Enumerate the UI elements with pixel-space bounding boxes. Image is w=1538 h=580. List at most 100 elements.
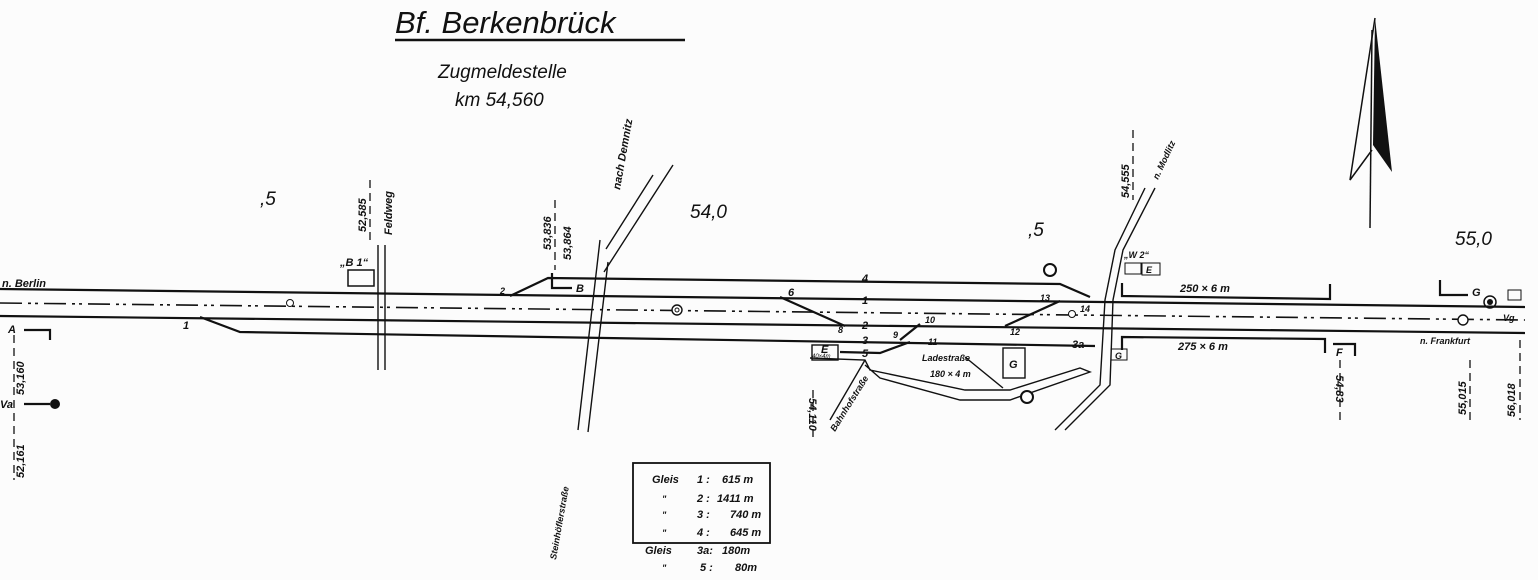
platform-south [1120,335,1327,353]
main-track-2 [0,314,1526,335]
axis-marker-icon [671,304,683,316]
direction-frankfurt: n. Frankfurt [1420,336,1471,346]
track-number: 5 [862,348,869,360]
km-mark-52-5: ,5 [260,189,276,210]
direction-berlin: n. Berlin [2,278,46,290]
road-steinhoefler-label: Steinhöflerstraße [548,486,571,561]
loading-road [809,356,1092,401]
signal-vg-label: Vg [1503,313,1515,323]
chainage-label: 56,018 [1506,382,1518,417]
svg-text:2 :: 2 : [696,493,710,505]
track-3 [199,315,1096,348]
loading-road-label: Ladestraße [922,353,970,363]
lamp-icon [1020,390,1034,404]
switch-number: 8 [838,325,843,335]
signal-g3-label: G [1472,287,1481,299]
platform-north [1120,283,1332,301]
track-number: 4 [861,273,868,285]
signal-g-label: G [1115,351,1122,361]
station-km: km 54,560 [455,90,544,111]
distant-signal-icon [50,399,60,409]
svg-text:3a:: 3a: [697,545,713,557]
axis-marker-icon [1457,314,1469,326]
direction-demnitz: nach Demnitz [611,118,635,191]
km-mark-54-0: 54,0 [690,202,727,223]
signal-w2-label: „W 2“ [1123,250,1150,260]
track-number: 3 [862,335,868,347]
signal-box-icon [347,269,375,287]
road-demnitz [603,164,674,273]
track-number: 2 [861,320,868,332]
crossover-12-13 [1004,299,1061,328]
switch-number: 11 [928,337,937,347]
svg-text:3 :: 3 : [697,509,710,521]
ramp-label: 40×4m [812,354,831,360]
km-mark-55-0: 55,0 [1455,229,1492,250]
svg-text:": " [662,510,667,520]
switch-number: 6 [788,287,795,299]
chainage-marks: 53,160 52,161 52,585 53,836 53,864 54,11… [13,130,1521,480]
signal-b-label: B [576,283,584,295]
svg-text:": " [662,563,667,573]
road-feldweg-label: Feldweg [383,191,395,235]
svg-text:": " [662,494,667,504]
road-feldweg [377,245,386,370]
platform-south-size: 275 × 6 m [1177,341,1228,353]
chainage-label: 54,83 [1333,375,1345,403]
north-arrow-icon [1349,17,1392,229]
track-number: 1 [862,295,868,307]
chainage-label: 52,161 [15,444,27,478]
goods-shed-label: G [1009,359,1018,371]
goods-shed [1002,347,1026,379]
track-number: 3a [1072,339,1084,351]
chainage-label: 55,015 [1457,380,1469,415]
switch-number: 2 [499,286,505,296]
signals: A Va „B 1“ B E „W 2“ E G F G Vg [0,250,1522,411]
center-axis [0,302,1526,321]
svg-text:Gleis: Gleis [652,474,679,486]
svg-text:1411 m: 1411 m [717,493,754,505]
direction-modlitz: n. Modlitz [1151,139,1178,181]
platform-north-size: 250 × 6 m [1179,283,1230,295]
km-mark-54-5: ,5 [1028,220,1044,241]
loading-ramp [811,344,839,361]
axis-marker-icon [286,299,294,307]
station-type: Zugmeldestelle [437,62,567,83]
chainage-label: 53,864 [562,226,574,260]
signal-e2-label: E [1146,265,1153,275]
svg-text:4 :: 4 : [696,527,710,539]
road-steinhoefler [577,239,609,433]
switch-number: 14 [1080,304,1090,314]
chainage-label: 52,585 [357,197,369,232]
chainage-label: 54,110 [806,398,818,432]
signal-box-icon [1124,262,1142,275]
svg-text:645 m: 645 m [730,527,761,539]
track-4 [509,276,1091,299]
track-5 [839,340,911,355]
switch-numbers: 1 2 6 8 9 10 11 12 13 14 [183,286,1090,347]
signal-e-label: E [821,344,829,356]
chainage-label: 53,160 [15,360,27,395]
signal-icon [1483,295,1497,309]
signal-va-label: Va [0,399,13,411]
chainage-label: 53,836 [542,215,554,250]
switch-number: 13 [1040,293,1050,303]
signal-b1-label: „B 1“ [339,257,369,269]
switch-number: 9 [893,330,898,340]
axis-marker-icon [1068,310,1076,318]
road-bahnhof [829,359,866,421]
svg-text:1 :: 1 : [697,474,710,486]
loading-road-size: 180 × 4 m [930,369,971,379]
svg-text:Gleis: Gleis [645,545,672,557]
lamp-icon [1043,263,1057,277]
station-title: Bf. Berkenbrück [395,5,617,40]
signal-a-label: A [7,324,16,336]
road-bahnhof-label: Bahnhofstraße [828,374,870,433]
track-length-table: Gleis 1 : 615 m " 2 : 1411 m " 3 : 740 m… [632,462,771,574]
crossover-6-8 [779,295,846,328]
chainage-label: 54,555 [1120,163,1132,198]
svg-text:615 m: 615 m [722,474,753,486]
road-modlitz [1054,187,1156,431]
switch-number: 12 [1010,327,1020,337]
